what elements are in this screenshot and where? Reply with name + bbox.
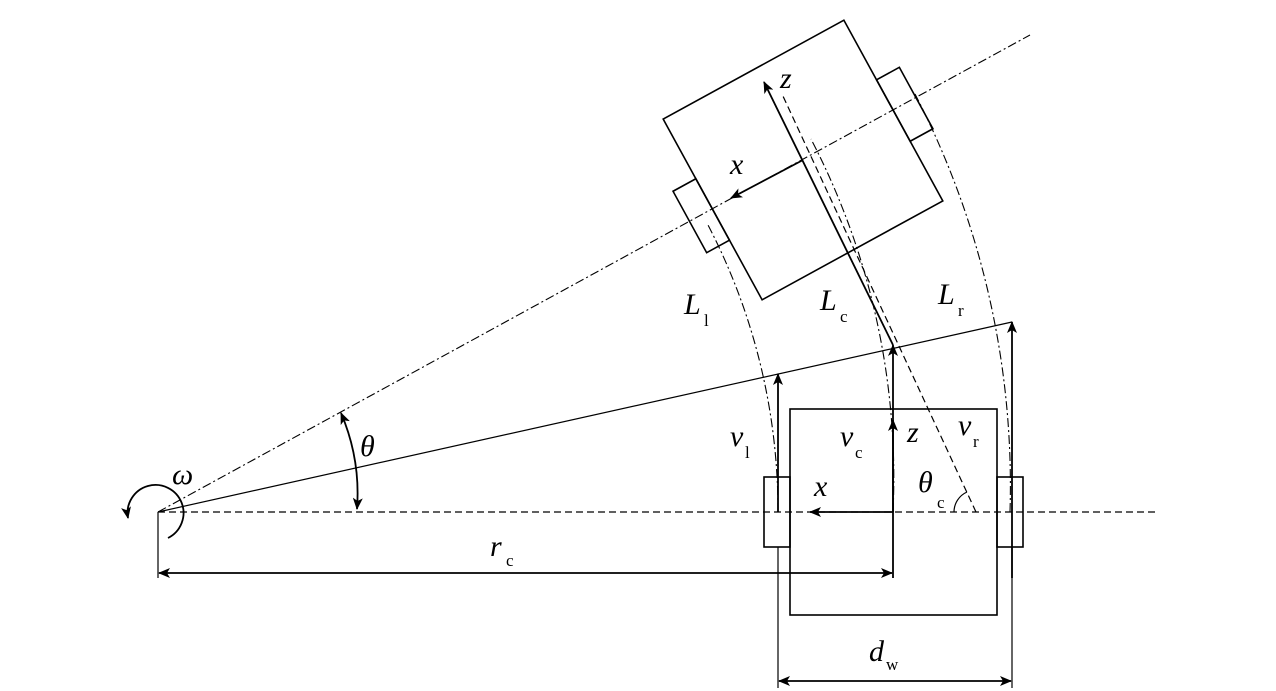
v-r-subscript: r — [973, 432, 979, 451]
theta-c-subscript: c — [937, 493, 945, 512]
right-wheel-bottom — [996, 476, 1024, 548]
v-c-label: v — [840, 420, 854, 453]
left-wheel-top — [671, 177, 731, 254]
l-c-subscript: c — [840, 307, 848, 326]
intermediate-ray — [157, 321, 1013, 513]
x-axis-arrow-top — [730, 159, 804, 199]
v-l-subscript: l — [745, 443, 750, 462]
l-r-label: L — [937, 278, 955, 311]
z-axis-arrow-top — [763, 81, 894, 346]
v-r-label: v — [958, 409, 972, 442]
rotated-centerline — [157, 34, 1031, 513]
l-r-subscript: r — [958, 301, 964, 320]
labels: ω θ r c L l L c L r v l v c v r z x θ c … — [172, 62, 979, 674]
z-label-bottom: z — [906, 416, 919, 449]
x-label-top: x — [729, 148, 744, 181]
x-label-bottom: x — [813, 470, 828, 503]
theta-label: θ — [360, 430, 375, 463]
arrows — [730, 81, 1017, 578]
theta-c-angle-arc — [953, 491, 968, 513]
vehicle-top — [662, 19, 944, 301]
r-c-label: r — [490, 530, 502, 563]
left-arc-path — [707, 224, 779, 513]
l-l-subscript: l — [704, 311, 709, 330]
theta-angle-arc — [340, 412, 363, 510]
l-c-label: L — [819, 284, 837, 317]
left-wheel-bottom — [763, 476, 791, 548]
omega-label: ω — [172, 458, 193, 491]
z-label-top: z — [779, 62, 792, 95]
dimensions — [157, 512, 1013, 688]
center-arc-path — [810, 138, 895, 513]
theta-c-label: θ — [918, 466, 933, 499]
omega-rotation-arrow — [121, 484, 185, 539]
v-c-subscript: c — [855, 443, 863, 462]
d-w-subscript: w — [886, 655, 899, 674]
construction-lines — [157, 34, 1155, 513]
d-w-label: d — [869, 635, 885, 668]
l-l-label: L — [683, 288, 701, 321]
angle-markers — [121, 412, 968, 539]
right-arc-path — [914, 93, 1011, 513]
arc-paths — [707, 93, 1011, 513]
right-wheel-top — [875, 66, 935, 143]
v-l-label: v — [730, 420, 744, 453]
r-c-subscript: c — [506, 551, 514, 570]
